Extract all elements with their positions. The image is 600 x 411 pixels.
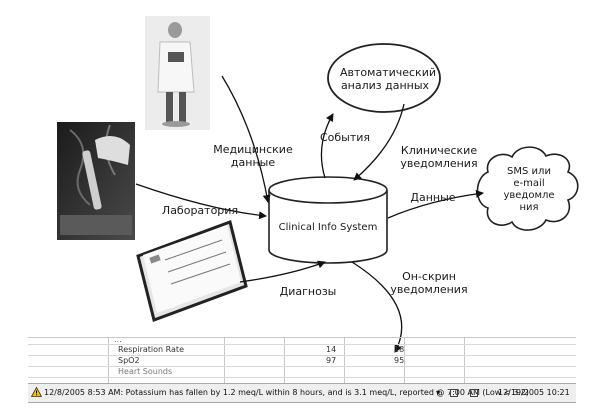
notification-status-bar: 12/8/2005 8:53 AM: Potassium has fallen … [28,383,576,403]
row-name: Respiration Rate [118,345,184,354]
table-row: Respiration Rate 14 18 [28,345,576,356]
row-value-1: 14 [326,345,337,354]
diagnoses-label: Диагнозы [279,285,337,298]
status-square-icon[interactable] [450,389,458,397]
clinical-info-system-node [268,176,388,264]
medical-data-line-2: данные [230,156,276,169]
table-row: SpO2 97 95 [28,356,576,367]
arrow-laboratory [135,183,267,220]
table-row: ... [28,335,576,345]
sms-line-4: ния [519,202,539,213]
arrow-diagnoses [239,260,326,283]
sms-line-1: SMS или [507,166,551,177]
sms-cloud-node [476,146,579,231]
arrow-events [320,113,334,179]
row-name: Heart Sounds [118,367,173,376]
medical-data-label: Медицинские данные [210,143,296,169]
clinical-notifications-label: Клинические уведомления [393,144,485,170]
auto-analysis-label: Автоматический анализ данных [340,66,436,92]
auto-analysis-node [327,43,441,113]
table-top-row-label: ... [114,335,122,344]
vitals-table: ... Respiration Rate 14 18 SpO2 97 95 He… [28,335,576,384]
sms-line-3: уведомле [503,190,555,201]
row-value-2: 95 [394,356,405,365]
events-label: События [319,131,371,144]
onscreen-notifications-label: Он-скрин уведомления [386,270,472,296]
medical-data-line-1: Медицинские [213,143,293,156]
laboratory-label: Лаборатория [161,204,239,217]
clinical-notifications-line-2: уведомления [400,157,478,170]
onscreen-notifications-line-1: Он-скрин [402,270,456,283]
row-value-1: 97 [326,356,337,365]
data-label: Данные [410,191,456,204]
arrow-data [387,189,484,219]
sms-cloud-label: SMS или e-mail уведомле ния [496,166,562,214]
status-datetime: 12/19/2005 10:21 [498,388,570,397]
status-grid-icon[interactable] [470,389,478,397]
status-dropdown-icon[interactable]: ▾ [436,388,441,397]
center-node-label: Clinical Info System [278,222,378,233]
arrow-medical-data [221,75,271,203]
notification-message[interactable]: 12/8/2005 8:53 AM: Potassium has fallen … [44,388,529,397]
arrow-onscreen-notifications [351,261,403,353]
table-row: Heart Sounds [28,367,576,378]
warning-triangle-icon[interactable] [30,386,43,399]
auto-analysis-line-2: анализ данных [340,79,430,92]
clipboard-image [136,220,248,322]
laboratory-photo [57,122,135,240]
doctor-photo [145,16,210,130]
arrow-clinical-notifications [353,103,405,181]
sms-line-2: e-mail [513,178,545,189]
row-name: SpO2 [118,356,140,365]
onscreen-notifications-line-2: уведомления [390,283,468,296]
clinical-notifications-line-1: Клинические [400,144,478,157]
row-value-2: 18 [394,345,405,354]
auto-analysis-line-1: Автоматический [340,66,436,79]
